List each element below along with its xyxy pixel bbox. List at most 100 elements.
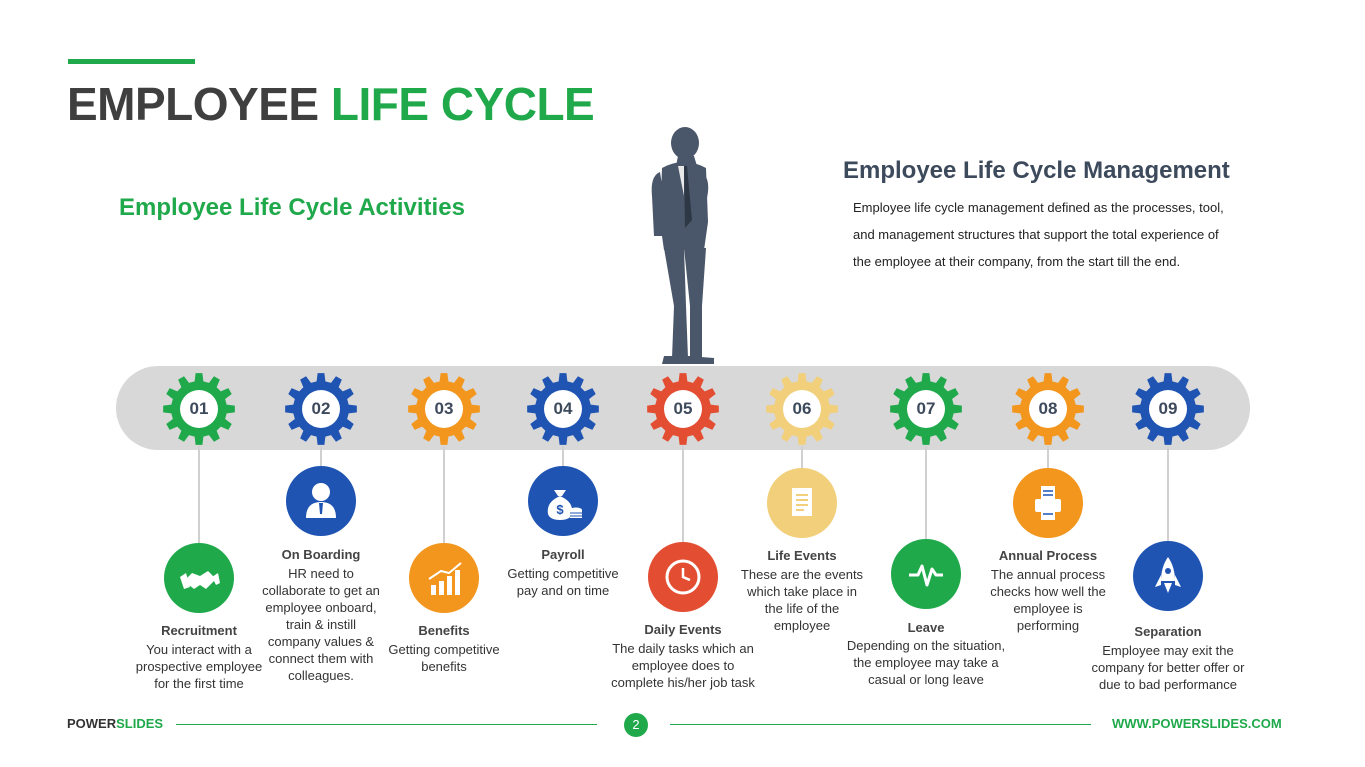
step-description-line: connect them with: [268, 651, 374, 666]
step-description-line: company values &: [267, 634, 375, 649]
title-part-2: LIFE CYCLE: [330, 78, 595, 130]
gear-icon: [527, 373, 599, 445]
step-number: 07: [916, 399, 936, 418]
gear-icon: [1012, 373, 1084, 445]
step-gear: 07: [889, 372, 963, 446]
management-line: Employee life cycle management defined a…: [853, 200, 1224, 215]
step-description-line: which take place in: [747, 584, 857, 599]
footer-brand: POWERSLIDES: [67, 716, 163, 731]
step-description-line: checks how well the: [990, 584, 1106, 599]
step-description-line: The daily tasks which an: [612, 641, 754, 656]
document-icon: [767, 468, 837, 538]
activities-heading: Employee Life Cycle Activities: [119, 194, 465, 221]
step-connector: [443, 446, 445, 543]
step-title: Payroll: [541, 547, 585, 562]
brand-part-1: POWER: [67, 716, 117, 731]
step-gear: 09: [1131, 372, 1205, 446]
step-description-line: employee does to: [631, 658, 735, 673]
step-number: 03: [434, 399, 454, 418]
step-description-line: pay and on time: [516, 583, 610, 598]
gear-icon: [647, 373, 719, 445]
step-number: 02: [311, 399, 331, 418]
step-description-line: benefits: [421, 659, 467, 674]
step-description-line: casual or long leave: [868, 672, 984, 687]
brand-part-2: SLIDES: [116, 716, 164, 731]
step-gear: 08: [1011, 372, 1085, 446]
step-description-line: Getting competitive: [507, 566, 619, 581]
footer-divider-right: [670, 724, 1091, 725]
step-description: Depending on the situation,the employee …: [836, 637, 1016, 688]
step-description: Getting competitive pay and on time: [473, 565, 653, 599]
step-description-line: Employee may exit the: [1102, 643, 1234, 658]
step-title: Separation: [1134, 624, 1202, 639]
page-title: EMPLOYEE LIFE CYCLE: [67, 77, 595, 131]
step-title: Recruitment: [161, 623, 237, 638]
management-description: Employee life cycle management defined a…: [853, 194, 1263, 275]
gear-icon: [890, 373, 962, 445]
step-description: The daily tasks which an employee does to…: [593, 640, 773, 691]
rocket-icon: [1133, 541, 1203, 611]
money-bag-icon: $: [528, 466, 598, 536]
person-icon: [286, 466, 356, 536]
step-title: Life Events: [767, 548, 837, 563]
step-description-line: The annual process: [990, 567, 1106, 582]
step-number: 06: [792, 399, 812, 418]
step-connector: [1047, 446, 1049, 468]
management-heading: Employee Life Cycle Management: [843, 157, 1230, 184]
step-description-line: due to bad performance: [1098, 677, 1238, 692]
step-connector: [198, 446, 200, 543]
step-connector: [682, 446, 684, 542]
step-connector: [1167, 446, 1169, 541]
step-description-line: performing: [1016, 618, 1080, 633]
step-description: These are the events which take place in t…: [712, 566, 892, 634]
step-title: On Boarding: [281, 547, 361, 562]
page-number-badge: 2: [624, 713, 648, 737]
step-description-line: colleagues.: [288, 668, 354, 683]
gear-icon: [408, 373, 480, 445]
gear-icon: [163, 373, 235, 445]
step-description: Getting competitive benefits: [354, 641, 534, 675]
businessman-silhouette: [651, 127, 714, 364]
gear-icon: [1132, 373, 1204, 445]
step-gear: 01: [162, 372, 236, 446]
management-line: and management structures that support t…: [853, 227, 1219, 242]
clock-icon: [648, 542, 718, 612]
step-connector: [801, 446, 803, 468]
svg-text:$: $: [556, 502, 564, 517]
step-description-line: the life of the: [764, 601, 840, 616]
step-title: Leave: [907, 620, 945, 635]
step-description-line: These are the events: [740, 567, 864, 582]
step-title: Benefits: [418, 623, 470, 638]
pulse-icon: [891, 539, 961, 609]
step-description: The annual process checks how well the emp…: [958, 566, 1138, 634]
step-connector: [320, 446, 322, 466]
step-number: 09: [1158, 399, 1178, 418]
step-description-line: Getting competitive: [388, 642, 500, 657]
step-description-line: HR need to: [288, 566, 354, 581]
step-number: 01: [189, 399, 209, 418]
footer-url[interactable]: WWW.POWERSLIDES.COM: [1112, 716, 1282, 731]
step-description-line: train & instill: [285, 617, 357, 632]
step-gear: 06: [765, 372, 839, 446]
step-gear: 02: [284, 372, 358, 446]
gear-icon: [766, 373, 838, 445]
step-description: You interact with a prospective employee f…: [109, 641, 289, 692]
step-description-line: Depending on the situation,: [846, 638, 1006, 653]
step-description-line: prospective employee: [135, 659, 263, 674]
step-gear: 04: [526, 372, 600, 446]
title-part-1: EMPLOYEE: [67, 78, 331, 130]
step-description-line: collaborate to get an: [262, 583, 380, 598]
step-title: Daily Events: [644, 622, 722, 637]
management-line: the employee at their company, from the …: [853, 254, 1181, 269]
step-description-line: company for better offer or: [1091, 660, 1245, 675]
step-number: 08: [1038, 399, 1058, 418]
step-description-line: complete his/her job task: [611, 675, 755, 690]
step-number: 04: [553, 399, 573, 418]
step-description-line: employee is: [1013, 601, 1083, 616]
step-connector: [562, 446, 564, 466]
printer-icon: [1013, 468, 1083, 538]
bar-chart-icon: [409, 543, 479, 613]
step-description-line: You interact with a: [146, 642, 252, 657]
step-gear: 03: [407, 372, 481, 446]
step-description-line: for the first time: [154, 676, 244, 691]
